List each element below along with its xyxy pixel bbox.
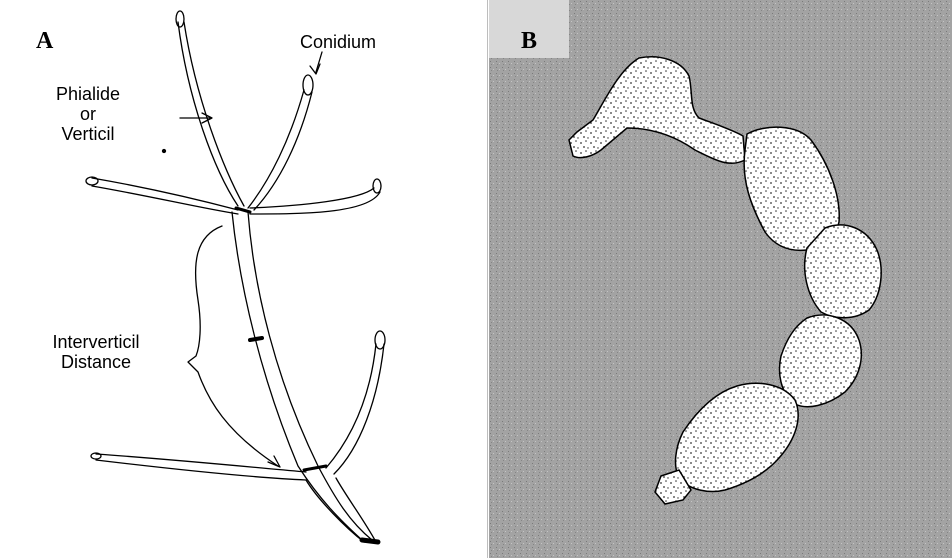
stalk-septum xyxy=(250,338,262,340)
conidium-label: Conidium xyxy=(278,32,398,52)
phialide-label-line1: Phialide xyxy=(28,84,148,104)
panel-b-letter: B xyxy=(521,28,537,55)
phialide-upper-right xyxy=(248,90,304,208)
phialide-upper-horizontal-left-b xyxy=(92,186,238,214)
phialide-label: Phialide or Verticil xyxy=(28,84,148,144)
interverticil-bracket xyxy=(188,226,278,466)
verticil-node xyxy=(304,466,326,470)
phialide-lower-right-b xyxy=(334,344,384,474)
phialide-upper-left-b xyxy=(184,22,244,206)
basal-cell xyxy=(306,478,376,542)
panel-a-conidiophore-drawing: A Conidium Phialide or Verticil Interver… xyxy=(0,0,488,558)
phialide-label-line3: Verticil xyxy=(28,124,148,144)
interverticil-label-line2: Distance xyxy=(6,352,186,372)
basal-end xyxy=(362,540,378,542)
bracket-arrowhead xyxy=(268,456,280,467)
phialide-upper-horizontal-left xyxy=(92,178,238,210)
phialide-upper-right-b xyxy=(254,92,312,210)
phialide-label-line2: or xyxy=(28,104,148,124)
interverticil-label: Interverticil Distance xyxy=(6,332,186,372)
main-stalk xyxy=(232,212,362,540)
panel-b-cell-chain: B xyxy=(489,0,952,558)
phialide-tip xyxy=(373,179,381,193)
main-stalk-outline xyxy=(248,212,372,540)
cell-chain-drawing xyxy=(489,0,952,558)
phialide-lower-right xyxy=(326,344,376,468)
interverticil-label-line1: Interverticil xyxy=(6,332,186,352)
cell-3 xyxy=(805,225,881,318)
phialide-tip xyxy=(375,331,385,349)
conidium-arrow xyxy=(316,52,322,72)
phialide-upper-horizontal-right xyxy=(250,188,374,208)
phialide-tip xyxy=(176,11,184,27)
stray-dot xyxy=(163,150,166,153)
conidium-shape xyxy=(303,75,313,95)
phialide-upper-left xyxy=(178,22,238,206)
panel-a-letter: A xyxy=(36,28,53,55)
